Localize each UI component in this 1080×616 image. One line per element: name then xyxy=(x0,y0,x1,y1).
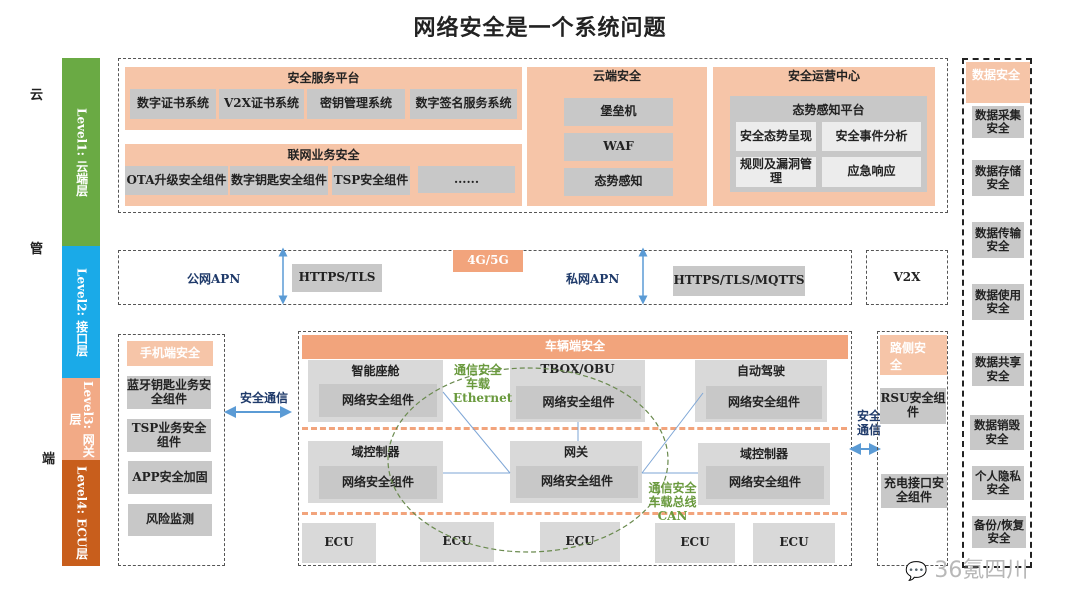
public-apn-label: 公网APN xyxy=(187,272,241,286)
data-security-item: 备份/恢复安全 xyxy=(972,516,1026,548)
v2x-label: V2X xyxy=(893,269,921,284)
layer-divider xyxy=(302,427,847,430)
wechat-icon: 💬 xyxy=(905,561,928,582)
level4-bar: Level4: ECU层 xyxy=(62,460,100,566)
roadside-item: 充电接口安全组件 xyxy=(881,474,947,508)
business-item: TSP安全组件 xyxy=(332,166,410,195)
service-item: V2X证书系统 xyxy=(219,89,304,119)
can-label-line: CAN xyxy=(657,508,688,523)
side-label-cloud: 云 xyxy=(30,88,44,103)
service-item: 密钥管理系统 xyxy=(307,89,405,119)
data-security-item: 个人隐私安全 xyxy=(972,466,1024,500)
side-label-end: 端 xyxy=(42,452,56,467)
phone-security-box xyxy=(118,334,225,566)
platform-title: 态势感知平台 xyxy=(792,103,865,117)
service-item: 数字证书系统 xyxy=(130,89,216,119)
public-protocol: HTTPS/TLS xyxy=(292,264,382,292)
node-component: 网络安全组件 xyxy=(319,384,437,417)
roadside-security-title: 路侧安全 xyxy=(880,335,947,375)
business-item: 数字钥匙安全组件 xyxy=(230,166,328,195)
level3-label: Level3: 网关层 xyxy=(68,380,96,458)
side-label-pipe: 管 xyxy=(30,242,44,257)
secure-comm-label-left: 安全通信 xyxy=(240,391,289,405)
ecu: ECU xyxy=(420,522,494,562)
cloud-security-item: 堡垒机 xyxy=(564,98,673,126)
can-label-line: 车载总线 xyxy=(648,494,697,509)
ethernet-label-line: 车载 xyxy=(465,376,490,391)
secure-comm-label-right: 安全通信 xyxy=(857,409,882,437)
soc-item: 安全事件分析 xyxy=(822,122,921,151)
data-security-item: 数据共享安全 xyxy=(972,353,1024,386)
ethernet-label-line: 通信安全 xyxy=(453,363,502,377)
vehicle-security-title: 车辆端安全 xyxy=(302,335,848,359)
node-component: 网络安全组件 xyxy=(706,466,824,499)
cloud-layer-box xyxy=(118,58,948,213)
soc-item: 安全态势呈现 xyxy=(736,122,816,151)
v2x-box: V2X xyxy=(866,250,948,305)
node-name: 域控制器 xyxy=(351,445,400,459)
roadside-item: RSU安全组件 xyxy=(880,388,946,424)
roadside-security-box xyxy=(877,331,948,566)
data-security-title: 数据安全 xyxy=(966,62,1030,103)
link-cockpit-gateway xyxy=(442,391,511,474)
level2-label: Level2: 接口层 xyxy=(74,267,89,357)
ethernet-label-line: Ethernet xyxy=(453,390,513,405)
soc-item: 规则及漏洞管理 xyxy=(736,157,816,187)
watermark: 💬 36氪四川 xyxy=(905,552,1028,584)
node-name: 智能座舱 xyxy=(351,364,400,378)
node-name: 域控制器 xyxy=(739,447,788,461)
data-security-box xyxy=(962,58,1032,568)
data-security-item: 数据采集安全 xyxy=(972,106,1024,138)
phone-item: 风险监测 xyxy=(128,504,212,536)
business-item: ...... xyxy=(418,166,515,193)
cloud-security-item: WAF xyxy=(564,133,673,161)
node-component: 网络安全组件 xyxy=(516,466,638,498)
in-vehicle-network-ellipse xyxy=(387,367,669,553)
data-security-item: 数据销毁安全 xyxy=(970,415,1024,450)
level1-label: Level1: 云端层 xyxy=(74,107,89,197)
soc-title: 安全运营中心 xyxy=(787,69,860,83)
ethernet-label: 通信安全 车载 Ethernet xyxy=(453,363,513,405)
cloud-security-title: 云端安全 xyxy=(592,69,641,83)
data-security-item: 数据存储安全 xyxy=(972,160,1024,196)
node-name: 网关 xyxy=(563,445,588,459)
connected-business-title: 联网业务安全 xyxy=(287,148,360,162)
business-item: OTA升级安全组件 xyxy=(125,166,228,195)
layer-divider xyxy=(302,512,847,515)
node-component: 网络安全组件 xyxy=(319,466,437,499)
security-service-platform-title: 安全服务平台 xyxy=(287,71,360,85)
soc-item: 应急响应 xyxy=(822,157,921,187)
ecu: ECU xyxy=(302,523,376,563)
level1-bar: Level1: 云端层 xyxy=(62,58,100,246)
private-protocol: HTTPS/TLS/MQTTS xyxy=(673,266,805,296)
level2-bar: Level2: 接口层 xyxy=(62,246,100,378)
can-label-line: 通信安全 xyxy=(648,481,697,495)
node-component: 网络安全组件 xyxy=(516,386,641,419)
ecu: ECU xyxy=(540,522,620,562)
data-security-item: 数据传输安全 xyxy=(972,222,1024,258)
ecu: ECU xyxy=(655,523,735,563)
node-component: 网络安全组件 xyxy=(706,386,822,419)
node-name: TBOX/OBU xyxy=(540,362,615,376)
data-security-item: 数据使用安全 xyxy=(972,284,1024,320)
service-item: 数字签名服务系统 xyxy=(410,89,517,119)
ecu: ECU xyxy=(753,523,835,563)
can-label: 通信安全 车载总线 CAN xyxy=(645,481,700,523)
network-badge: 4G/5G xyxy=(453,250,523,272)
level3-bar: Level3: 网关层 xyxy=(62,378,100,460)
phone-security-title: 手机端安全 xyxy=(127,341,213,366)
phone-item: 蓝牙钥匙业务安全组件 xyxy=(127,376,211,409)
level4-label: Level4: ECU层 xyxy=(74,466,89,560)
private-apn-label: 私网APN xyxy=(566,272,620,286)
watermark-text: 36氪四川 xyxy=(934,558,1029,583)
page-title: 网络安全是一个系统问题 xyxy=(413,15,667,41)
link-gateway-autodrive xyxy=(641,392,704,474)
cloud-security-item: 态势感知 xyxy=(564,168,673,196)
phone-item: APP安全加固 xyxy=(128,461,212,494)
phone-item: TSP业务安全组件 xyxy=(127,419,211,452)
node-name: 自动驾驶 xyxy=(736,364,785,378)
